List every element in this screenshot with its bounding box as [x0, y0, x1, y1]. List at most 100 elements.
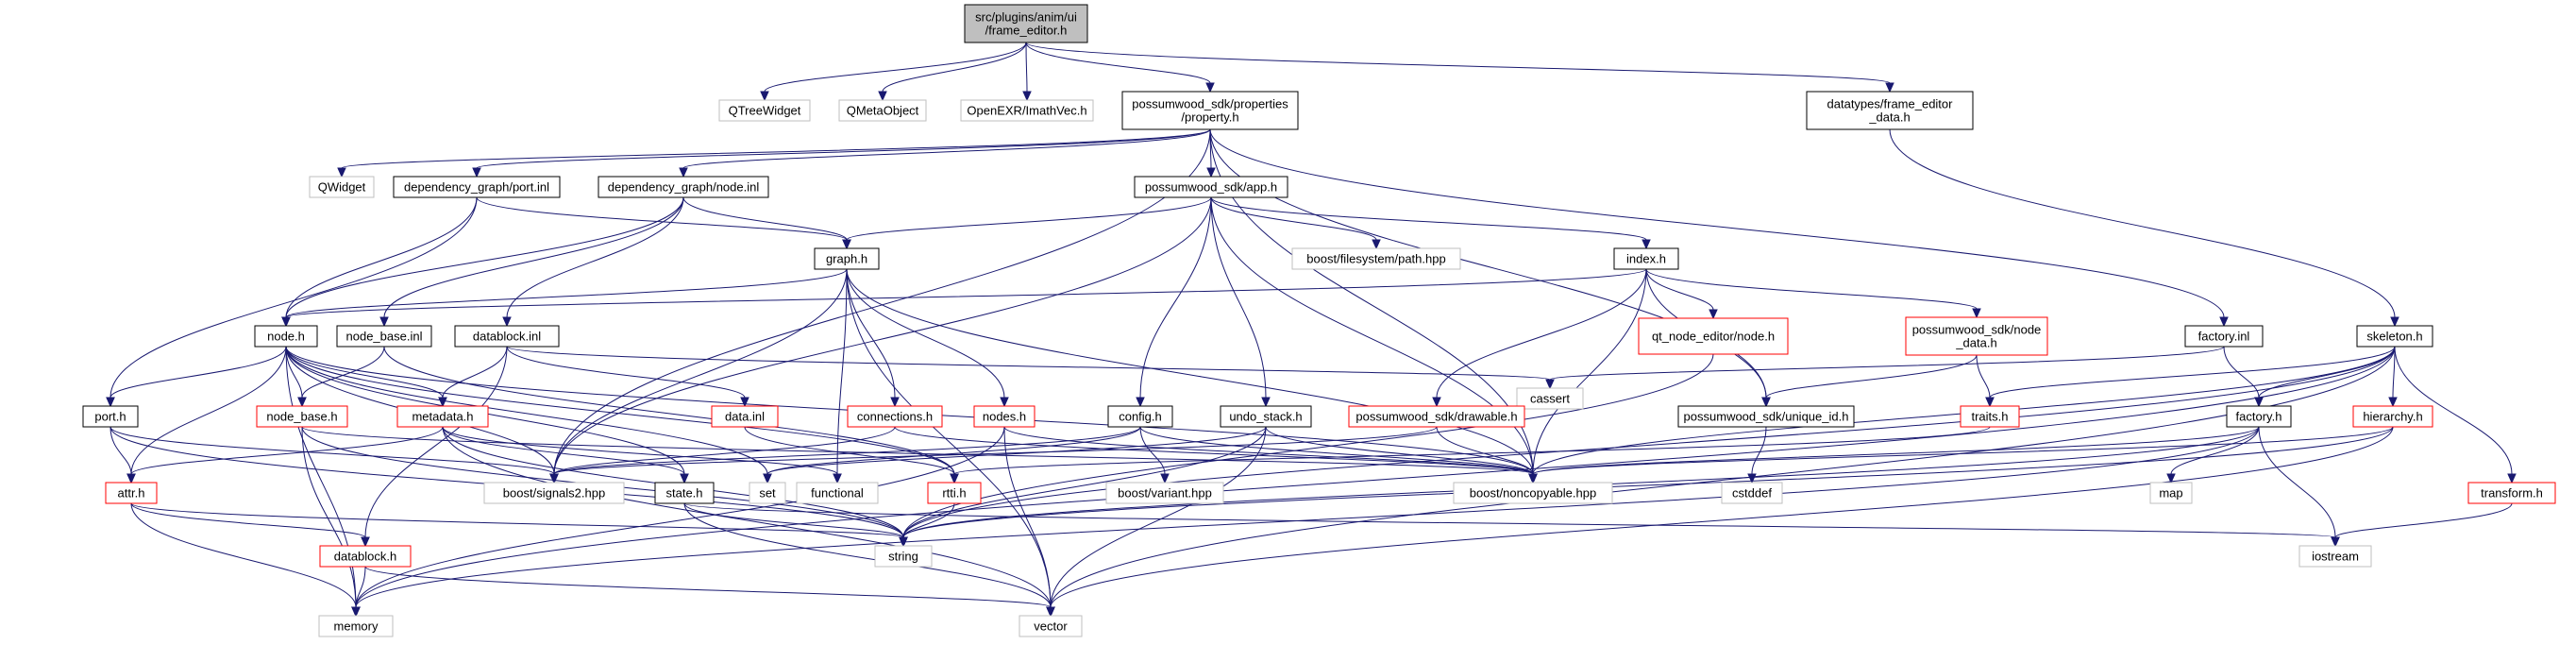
node-box — [254, 325, 318, 348]
edge-factory_h-to-noncopyable — [1532, 426, 2260, 475]
node-property-h[interactable]: possumwood_sdk/properties/property.h — [1121, 91, 1299, 130]
node-label: state.h — [665, 486, 702, 501]
node-label: index.h — [1626, 252, 1666, 266]
node-app-h[interactable]: possumwood_sdk/app.h — [1134, 176, 1288, 198]
arrowhead-node_inl-to-node_base_inl — [379, 316, 389, 328]
arrowhead-rtti_h-to-string — [899, 536, 908, 548]
arrowhead-skeleton_h-to-transform_h — [2507, 473, 2517, 484]
node-label: datablock.h — [334, 550, 397, 564]
node-label: config.h — [1119, 410, 1162, 424]
node-label: undo_stack.h — [1229, 410, 1302, 424]
node-frame-editor[interactable]: src/plugins/anim/ui/frame_editor.h — [964, 4, 1088, 43]
node-label: rtti.h — [942, 486, 966, 501]
node-traits-h[interactable]: traits.h — [1960, 405, 2020, 428]
node-box — [1806, 91, 1974, 130]
node-label: boost/signals2.hpp — [503, 486, 605, 501]
node-port-inl[interactable]: dependency_graph/port.inl — [393, 176, 561, 198]
edge-app_h-to-fs_path — [1210, 196, 1377, 241]
arrowhead-frame_editor-to-qmetaobject — [878, 91, 887, 102]
node-datablock-h[interactable]: datablock.h — [319, 545, 412, 568]
edge-connections_h-to-noncopyable — [894, 426, 1534, 475]
node-memory: memory — [318, 615, 394, 637]
node-metadata-h[interactable]: metadata.h — [396, 405, 489, 428]
node-index-h[interactable]: index.h — [1613, 247, 1679, 270]
node-undo-stack-h[interactable]: undo_stack.h — [1220, 405, 1312, 428]
edge-datablock_inl-to-metadata_h — [442, 346, 508, 399]
node-label: boost/variant.hpp — [1118, 486, 1212, 501]
node-label: QWidget — [318, 180, 366, 195]
edge-factory_h-to-iostream — [2258, 426, 2336, 538]
arrowhead-property_h-to-factory_inl — [2219, 316, 2229, 328]
node-label: /property.h — [1181, 110, 1238, 125]
node-set: set — [749, 482, 786, 504]
node-box — [1453, 482, 1613, 504]
arrowhead-datablock_h-to-memory — [351, 606, 361, 618]
node-node-base-inl[interactable]: node_base.inl — [336, 325, 432, 348]
edge-nodes_h-to-memory — [355, 426, 1005, 608]
arrowhead-metadata_h-to-state_h — [680, 473, 689, 484]
arrowhead-datablock_inl-to-metadata_h — [438, 397, 447, 408]
node-label: set — [759, 486, 776, 501]
edge-port_inl-to-graph_h — [476, 196, 848, 241]
node-qt-node-h[interactable]: qt_node_editor/node.h — [1638, 317, 1789, 355]
node-label: possumwood_sdk/drawable.h — [1355, 410, 1517, 424]
node-box — [874, 545, 933, 568]
node-frame-editor-data[interactable]: datatypes/frame_editor_data.h — [1806, 91, 1974, 130]
arrowhead-app_h-to-undo_stack_h — [1261, 397, 1271, 408]
node-graph-h[interactable]: graph.h — [814, 247, 880, 270]
node-drawable-h[interactable]: possumwood_sdk/drawable.h — [1348, 405, 1525, 428]
node-hierarchy-h[interactable]: hierarchy.h — [2352, 405, 2433, 428]
node-datablock-inl[interactable]: datablock.inl — [454, 325, 560, 348]
edge-skeleton_h-to-vector — [1050, 346, 2396, 608]
node-box — [256, 405, 348, 428]
edge-app_h-to-graph_h — [846, 196, 1212, 241]
arrowhead-graph_h-to-connections_h — [890, 397, 900, 408]
node-skeleton-h[interactable]: skeleton.h — [2356, 325, 2433, 348]
arrowhead-drawable_h-to-signals2 — [549, 473, 559, 484]
node-box — [336, 325, 432, 348]
edge-graph_h-to-vector — [846, 268, 1052, 608]
edge-node_h-to-metadata_h — [285, 346, 444, 399]
edge-nodes_h-to-noncopyable — [1003, 426, 1534, 475]
node-node-h[interactable]: node.h — [254, 325, 318, 348]
node-rtti-h[interactable]: rtti.h — [927, 482, 982, 504]
edge-layer — [106, 42, 2517, 618]
node-port-h[interactable]: port.h — [82, 405, 139, 428]
node-transform-h[interactable]: transform.h — [2467, 482, 2556, 504]
node-box — [1019, 615, 1083, 637]
arrowhead-property_h-to-node_inl — [679, 167, 688, 178]
node-connections-h[interactable]: connections.h — [847, 405, 943, 428]
node-label: possumwood_sdk/node — [1912, 323, 2042, 337]
edge-drawable_h-to-signals2 — [553, 426, 1438, 475]
node-data-inl[interactable]: data.inl — [711, 405, 779, 428]
edge-factory_h-to-map — [2170, 426, 2260, 475]
edge-port_inl-to-node_h — [285, 196, 478, 318]
node-box — [847, 405, 943, 428]
node-label: metadata.h — [412, 410, 473, 424]
node-factory-h[interactable]: factory.h — [2226, 405, 2292, 428]
node-config-h[interactable]: config.h — [1107, 405, 1173, 428]
node-node-data-h[interactable]: possumwood_sdk/node_data.h — [1905, 316, 2048, 356]
node-label: traits.h — [1971, 410, 2008, 424]
edge-state_h-to-iostream — [683, 502, 2336, 538]
edge-skeleton_h-to-traits_h — [1989, 346, 2396, 399]
node-node-inl[interactable]: dependency_graph/node.inl — [598, 176, 769, 198]
edge-node_h-to-port_h — [109, 346, 287, 399]
node-label: string — [888, 550, 918, 564]
edge-graph_h-to-functional — [836, 268, 848, 475]
node-unique-id-h[interactable]: possumwood_sdk/unique_id.h — [1677, 405, 1855, 428]
edge-index_h-to-node_data_h — [1645, 268, 1978, 310]
node-box — [318, 615, 394, 637]
edge-skeleton_h-to-memory — [355, 346, 2396, 608]
arrowhead-traits_h-to-rtti_h — [950, 473, 959, 484]
node-nodes-h[interactable]: nodes.h — [973, 405, 1035, 428]
node-factory-inl[interactable]: factory.inl — [2184, 325, 2264, 348]
node-state-h[interactable]: state.h — [654, 482, 715, 504]
node-box — [2298, 545, 2372, 568]
edge-graph_h-to-nodes_h — [846, 268, 1005, 399]
node-attr-h[interactable]: attr.h — [105, 482, 158, 504]
arrowhead-frame_editor-to-qtreewidget — [760, 91, 769, 102]
arrowhead-property_h-to-qwidget — [337, 167, 346, 178]
node-node-base-h[interactable]: node_base.h — [256, 405, 348, 428]
